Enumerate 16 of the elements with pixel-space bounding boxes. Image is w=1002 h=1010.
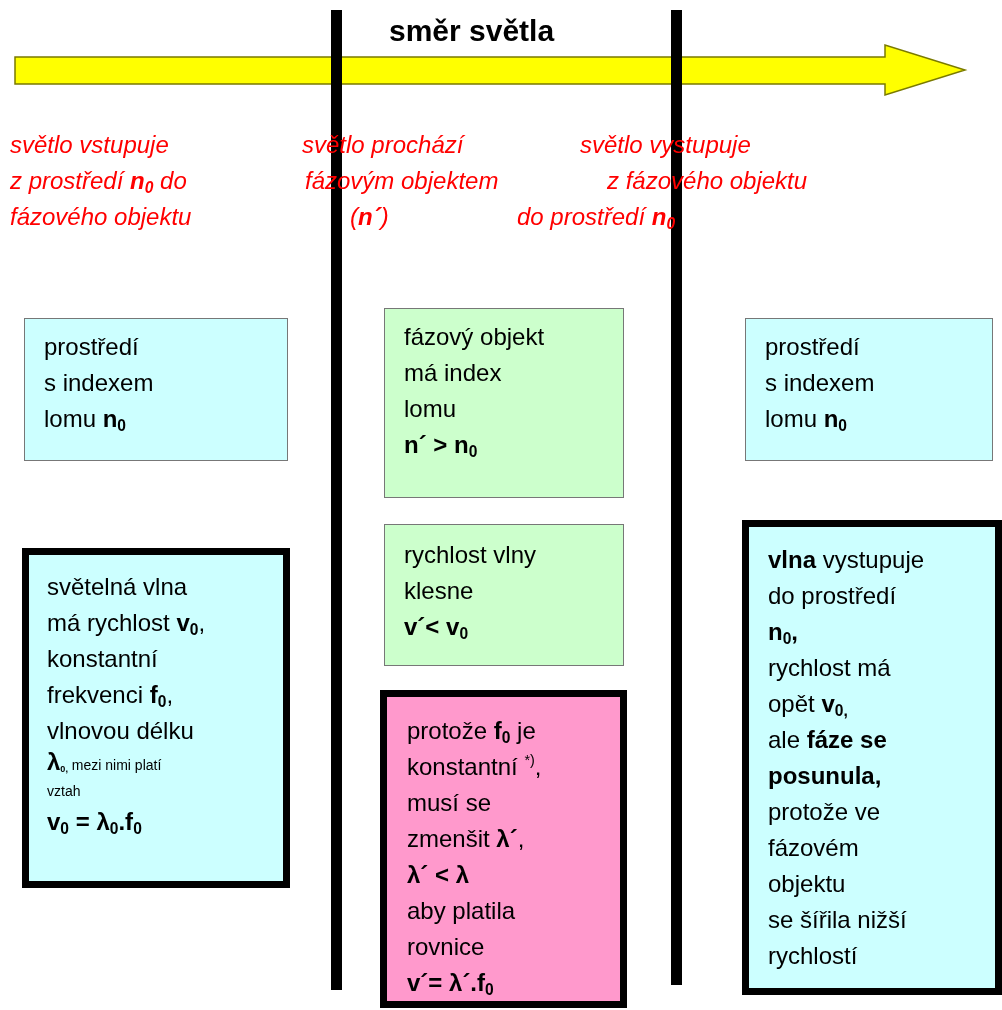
title: směr světla xyxy=(389,14,555,48)
text-box xyxy=(384,308,624,498)
box-text: vlna vystupuje do prostředí n$_{0}$, rychlost má opět v$_{0,}$ ale fáze se posunula, protože ve fázovém objektu se šířila nižší rychlostí xyxy=(768,545,925,971)
box-text: fázový objekt má index lomu n´ > n$_{0}$ xyxy=(404,322,545,462)
text-box xyxy=(24,318,288,461)
text-box xyxy=(384,524,624,666)
box-text: prostředí s indexem lomu n$_{0}$ xyxy=(765,332,875,436)
box-text: světelná vlna má rychlost v$_{0}$, konstantní frekvenci f$_{0}$, vlnovou délku λ$_{0,}$ mezi nimi platí vztah v$_{0}$ = λ$_{0}$.f$_{0}$ xyxy=(47,572,206,839)
text-box xyxy=(742,520,1002,995)
text-box xyxy=(22,548,290,888)
annotation-text: světlo vstupuje z prostředí n$_{0}$ do fázového objektu xyxy=(10,130,192,232)
box-text: rychlost vlny klesne v´< v$_{0}$ xyxy=(404,540,537,644)
box-text: prostředí s indexem lomu n$_{0}$ xyxy=(44,332,154,436)
text-box xyxy=(745,318,993,461)
box-text: protože f$_{0}$ je konstantní $^{*)}$, musí se zmenšit λ´, λ´ < λ aby platila rovnice v´= λ´.f$_{0}$ xyxy=(407,716,542,1000)
text-box xyxy=(380,690,627,1008)
